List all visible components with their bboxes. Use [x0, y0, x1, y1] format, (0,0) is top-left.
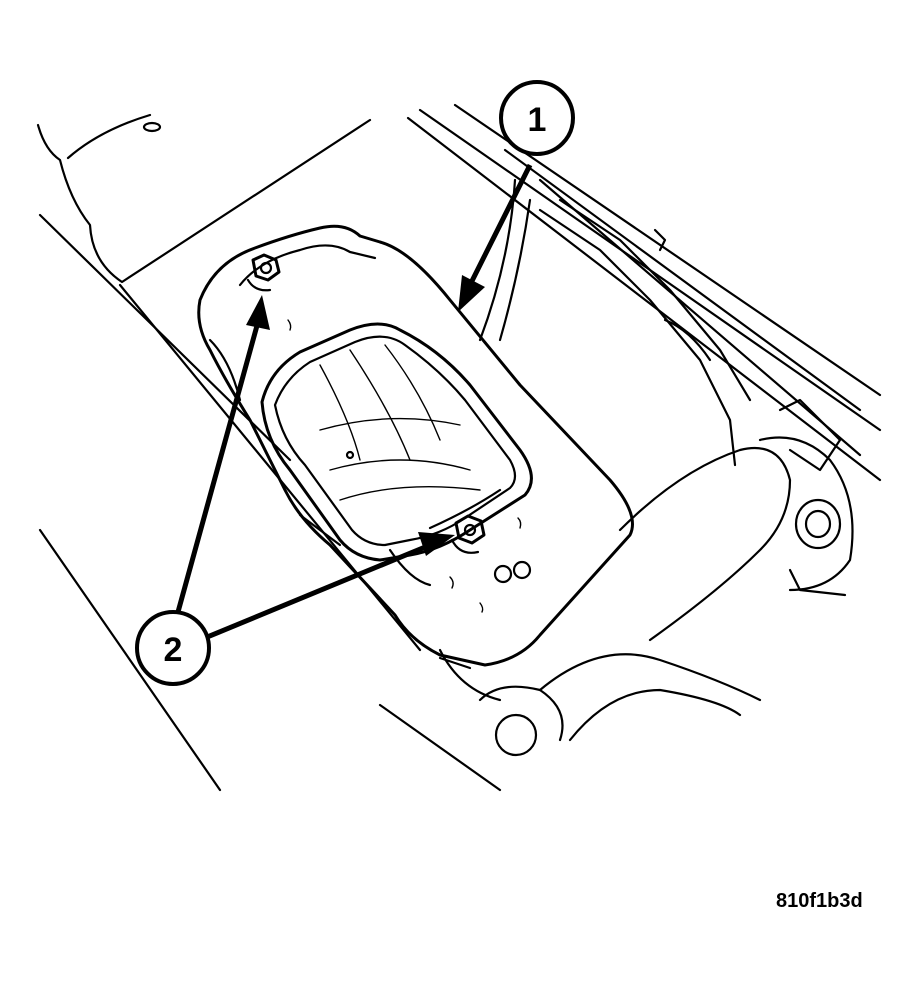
- figure-id: 810f1b3d: [776, 890, 863, 912]
- callout-2: 2: [135, 610, 211, 686]
- bolt-lower: [450, 514, 486, 554]
- tunnel-structure: [438, 178, 854, 757]
- callout-2-label: 2: [164, 631, 183, 669]
- bolt-upper: [246, 253, 281, 292]
- callout-1: 1: [499, 80, 575, 156]
- leader-lines: [175, 163, 533, 643]
- callout-1-label: 1: [528, 101, 547, 139]
- shifter-bracket: [197, 224, 634, 670]
